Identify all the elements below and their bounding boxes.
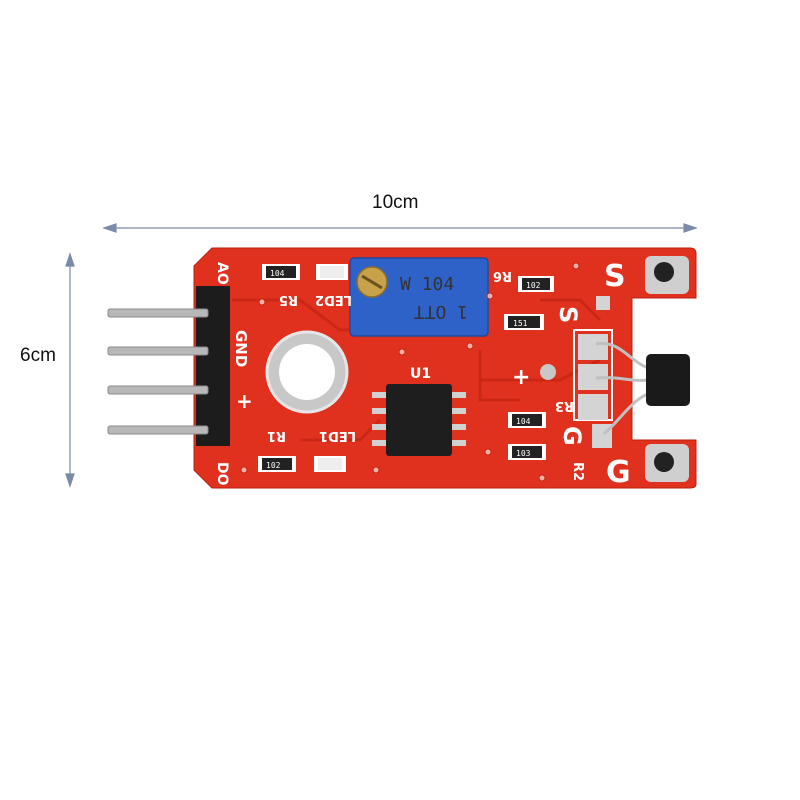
width-arrow xyxy=(102,223,698,233)
label-led2: LED2 xyxy=(315,292,352,307)
resistor-r2: 103 xyxy=(508,444,546,460)
pin-header xyxy=(107,286,230,446)
resistor-r6: 102 xyxy=(518,276,554,292)
pin-label-plus: + xyxy=(236,389,253,413)
pin-label-ao: AO xyxy=(214,262,230,285)
pot-code-line1: W 104 xyxy=(400,274,454,295)
height-arrow xyxy=(65,252,75,488)
resistor-r1: 102 xyxy=(258,456,296,472)
label-r2: R2 xyxy=(570,462,585,481)
label-s-outer: S xyxy=(604,259,626,294)
sensor-pads xyxy=(573,296,613,448)
width-label: 10cm xyxy=(372,192,419,213)
mounting-hole xyxy=(265,330,349,414)
mounting-hole-right-bottom xyxy=(645,444,689,482)
potentiometer: W 104 1 OTT xyxy=(349,257,489,337)
svg-text:104: 104 xyxy=(270,269,285,278)
pcb-board xyxy=(193,247,697,489)
svg-text:104: 104 xyxy=(516,417,531,426)
label-g-outer: G xyxy=(606,455,631,490)
label-r3: R3 xyxy=(555,398,574,413)
resistor-r5: 104 xyxy=(262,264,300,280)
height-label: 6cm xyxy=(20,345,56,366)
label-plus: + xyxy=(512,365,530,390)
label-s-inner: S xyxy=(554,306,582,323)
pin-label-do: DO xyxy=(214,462,230,486)
ic-chip xyxy=(372,384,466,456)
label-r1: R1 xyxy=(267,428,286,443)
svg-text:102: 102 xyxy=(526,281,541,290)
led2 xyxy=(316,264,348,280)
hall-sensor xyxy=(595,342,690,436)
svg-text:102: 102 xyxy=(266,461,281,470)
label-r5: R5 xyxy=(279,292,298,307)
label-led1: LED1 xyxy=(319,428,356,443)
svg-text:151: 151 xyxy=(513,319,528,328)
resistor-r3: 104 xyxy=(508,412,546,428)
label-u1: U1 xyxy=(410,366,431,382)
label-r6: R6 xyxy=(493,268,512,283)
pot-code-line2: 1 OTT xyxy=(414,301,468,322)
pin-label-gnd: GND xyxy=(232,330,250,367)
resistor-151: 151 xyxy=(504,314,544,330)
led1 xyxy=(314,456,346,472)
mounting-hole-right-top xyxy=(645,256,689,294)
label-g-inner: G xyxy=(558,426,586,446)
svg-text:103: 103 xyxy=(516,449,531,458)
